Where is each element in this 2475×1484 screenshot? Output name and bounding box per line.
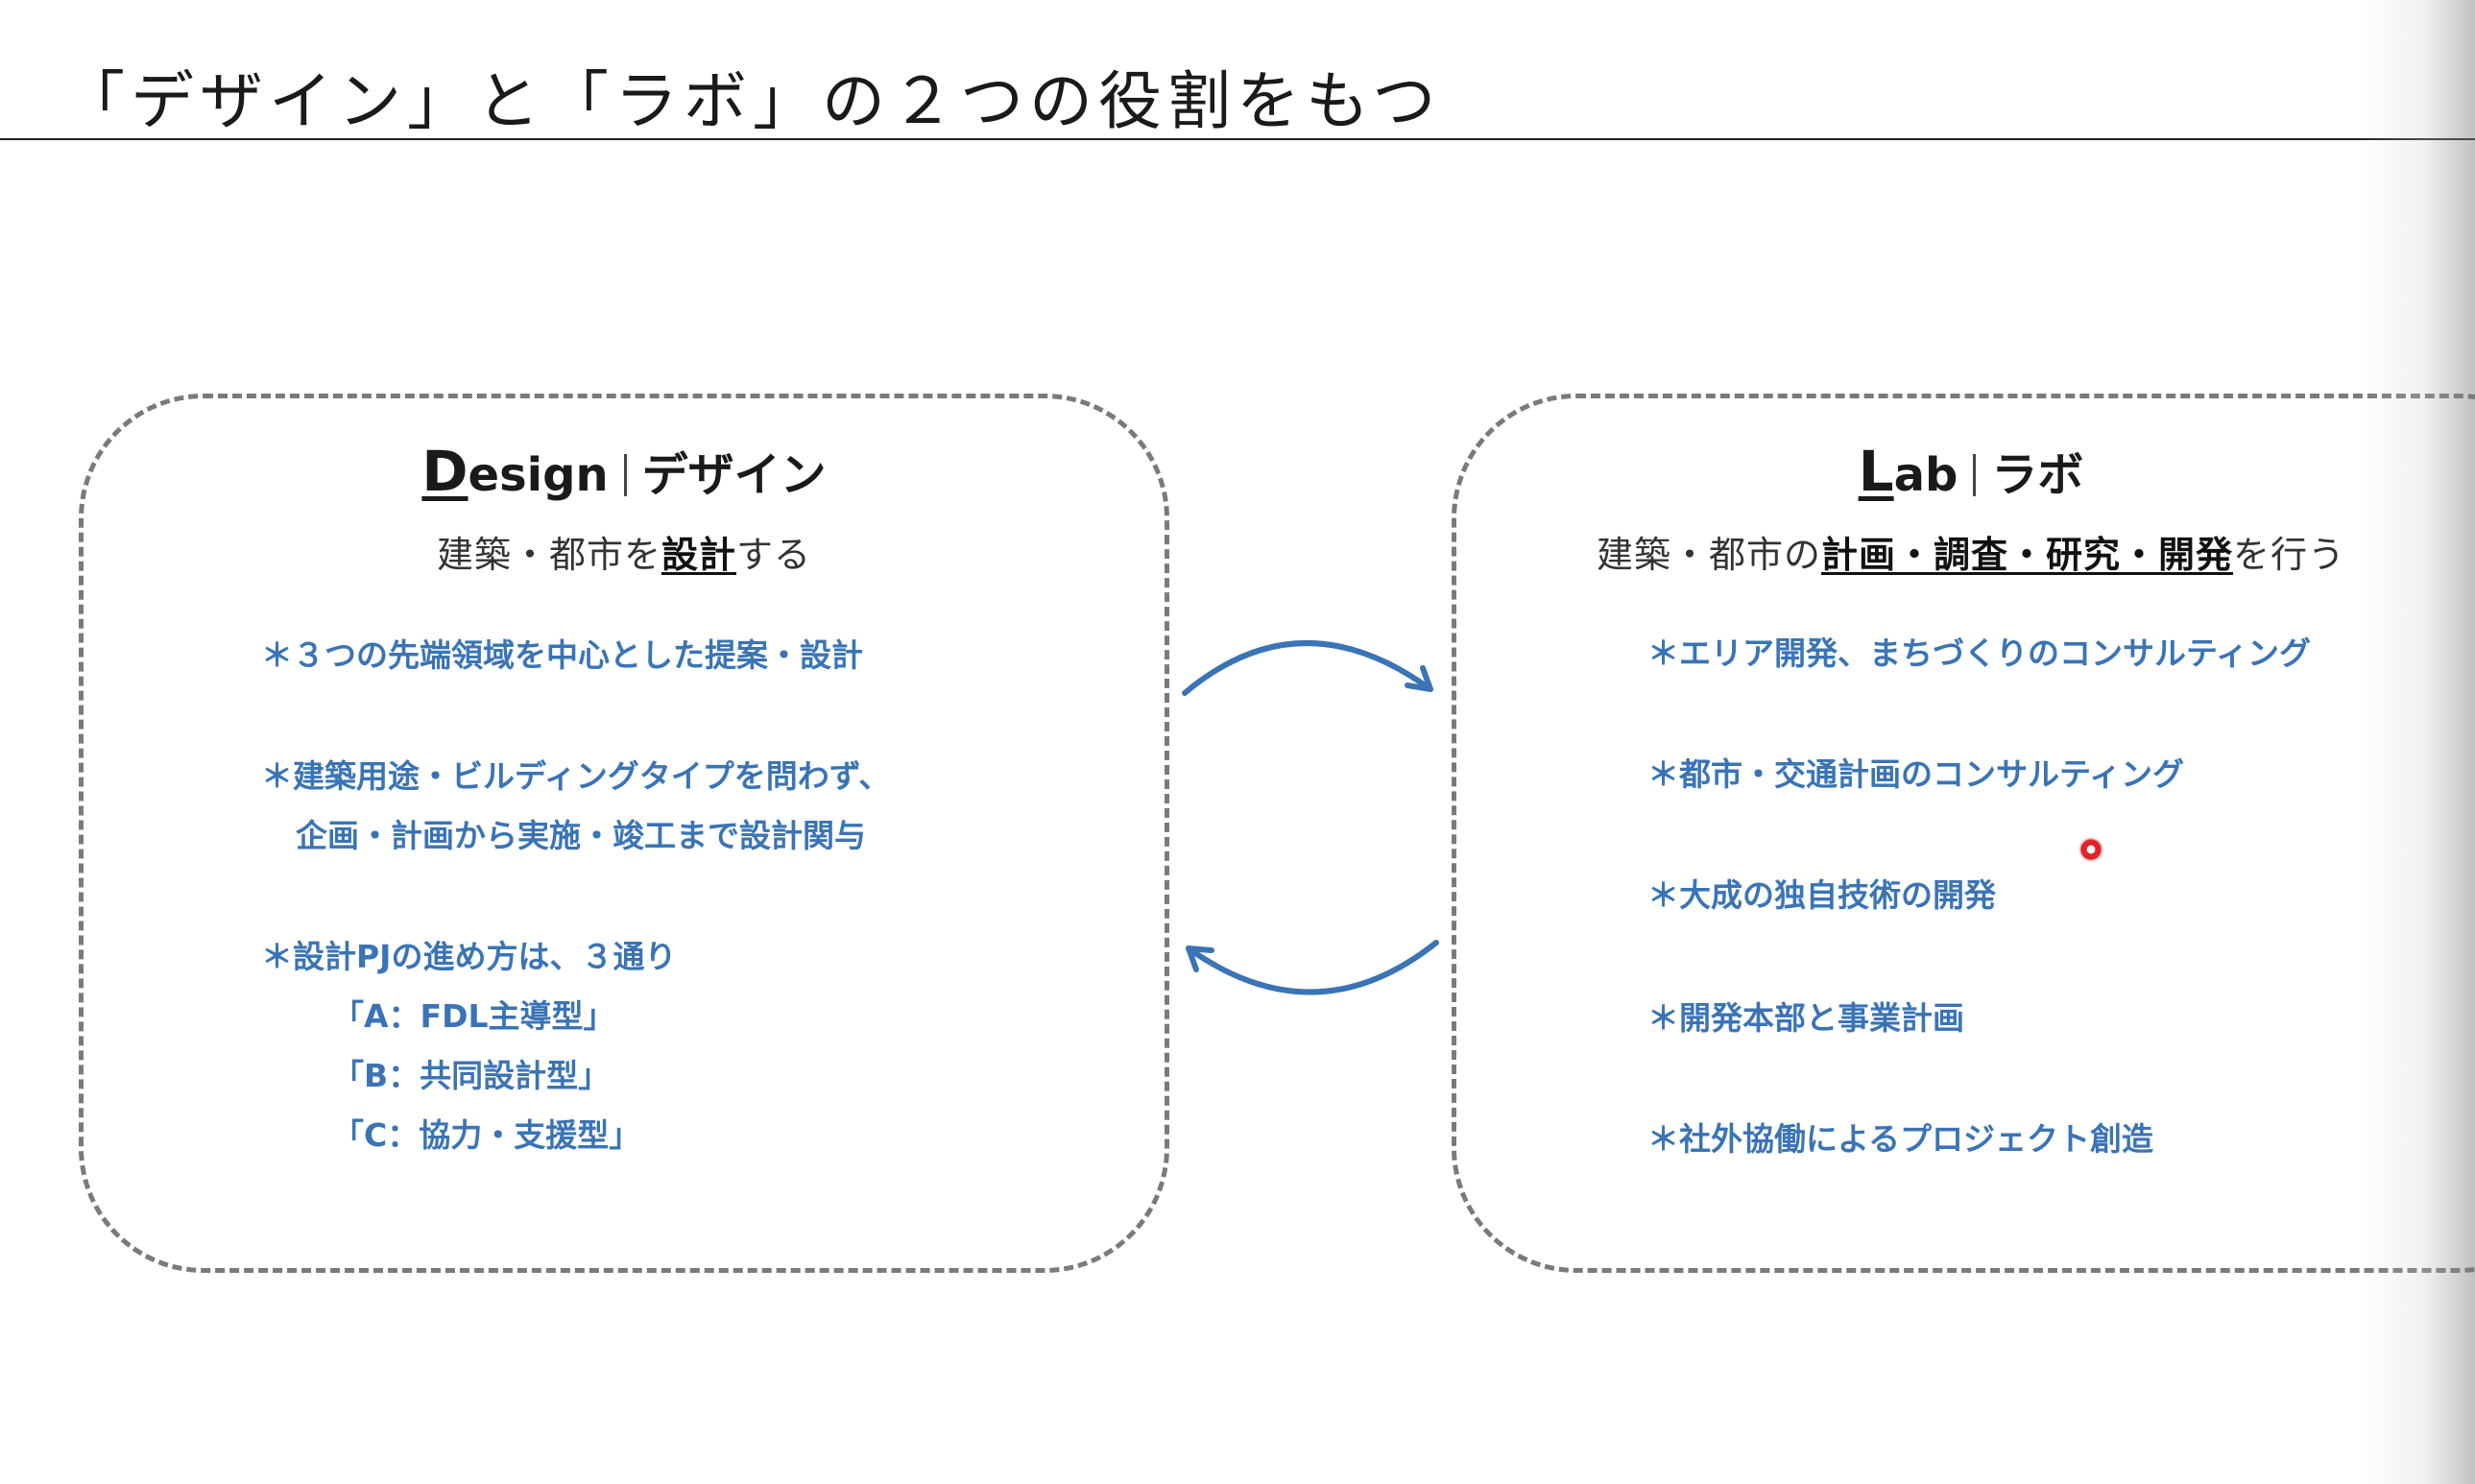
lab-subtitle-pre: 建築・都市の xyxy=(1596,534,1821,576)
lab-bullet-item: ＊大成の独自技術の開発 xyxy=(1647,876,1996,914)
lab-heading: Lab ラボ xyxy=(1456,437,2475,504)
design-subtitle-emphasis: 設計 xyxy=(661,534,736,576)
exchange-arrows xyxy=(1182,640,1439,995)
lab-heading-rest: ab xyxy=(1893,448,1958,502)
design-bullet-item: ＊建築用途・ビルディングタイプを問わず、 xyxy=(261,757,891,795)
design-bullet-item: 「C：協力・支援型」 xyxy=(332,1116,641,1154)
lab-subtitle: 建築・都市の計画・調査・研究・開発を行う xyxy=(1456,525,2475,578)
design-subtitle: 建築・都市を設計する xyxy=(84,525,1165,578)
design-subtitle-pre: 建築・都市を xyxy=(436,534,661,576)
design-subtitle-post: する xyxy=(736,534,812,576)
lab-bullet-item: ＊開発本部と事業計画 xyxy=(1647,999,1964,1037)
lab-subtitle-emphasis: 計画・調査・研究・開発 xyxy=(1820,534,2233,576)
design-heading: Design デザイン xyxy=(84,437,1165,504)
title-divider xyxy=(0,138,2475,140)
heading-separator xyxy=(623,454,627,496)
lab-bullet-item: ＊社外協働によるプロジェクト創造 xyxy=(1647,1120,2154,1158)
window-edge-shadow xyxy=(2360,0,2475,1484)
design-bullet-item: 企画・計画から実施・竣工まで設計関与 xyxy=(296,817,866,854)
design-bullet-item: ＊設計PJの進め方は、３通り xyxy=(261,938,677,975)
arrow-left-curved-icon xyxy=(1186,940,1439,995)
arrow-right-curved-icon xyxy=(1182,640,1433,696)
heading-separator xyxy=(1973,454,1977,496)
slide-title: 「デザイン」と「ラボ」の２つの役割をもつ xyxy=(61,64,1442,138)
lab-bullet-item: ＊都市・交通計画のコンサルティング xyxy=(1647,755,2185,793)
lab-heading-jp: ラボ xyxy=(1991,448,2084,502)
design-heading-jp: デザイン xyxy=(641,448,827,502)
cursor-indicator-icon xyxy=(2079,837,2103,862)
lab-subtitle-post: を行う xyxy=(2233,534,2346,576)
design-bullet-item: 「A：FDL主導型」 xyxy=(332,997,615,1035)
lab-bullet-item: ＊エリア開発、まちづくりのコンサルティング xyxy=(1647,634,2312,672)
lab-heading-initial: L xyxy=(1858,439,1894,504)
design-bullet-item: ＊３つの先端領域を中心とした提案・設計 xyxy=(261,636,863,674)
design-heading-rest: esign xyxy=(468,448,609,502)
design-bullet-item: 「B：共同設計型」 xyxy=(332,1057,611,1094)
design-heading-initial: D xyxy=(421,439,469,504)
design-panel: Design デザイン 建築・都市を設計する xyxy=(79,394,1169,1273)
lab-panel: Lab ラボ 建築・都市の計画・調査・研究・開発を行う xyxy=(1452,394,2475,1273)
